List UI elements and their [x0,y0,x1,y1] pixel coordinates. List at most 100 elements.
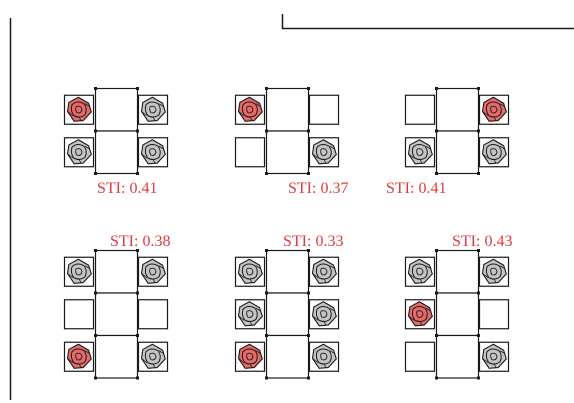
table-corner [265,172,268,175]
table-corner [307,129,310,133]
sti-label: STI: 0.41 [386,180,446,197]
seat [63,341,95,372]
seat [234,94,266,125]
table-corner [265,129,268,133]
seat [404,94,436,125]
rose-seat-icon [481,343,507,369]
arrangement-1: STI: 0.41 [63,87,169,197]
rose-seat-icon [311,139,337,165]
seat [404,341,436,372]
table-corner [94,87,97,90]
seat [234,256,266,287]
table-corner [435,87,438,90]
sti-label: STI: 0.33 [283,233,343,250]
seat [234,341,266,372]
table-corner [307,376,310,380]
table-segment [435,87,480,132]
table-corner [265,291,268,295]
rose-seat-icon [407,139,433,165]
table-segment [94,87,139,132]
seat [137,341,169,372]
table-corner [94,172,97,175]
table-corner [307,291,310,295]
seat [478,94,510,125]
table-segment [265,292,310,337]
table-corner [94,249,97,252]
table-segment [94,249,139,294]
table-corner [477,87,480,90]
table-corner [136,87,139,90]
seat [63,299,95,330]
rose-seat-icon [140,139,166,165]
table-segment [94,334,139,379]
seat [308,299,340,330]
rose-seat-icon [140,258,166,284]
seat [63,137,95,168]
table-corner [136,249,139,252]
arrangement-6: STI: 0.43 [404,233,512,380]
seat [308,137,340,168]
table-segment [265,87,310,132]
rose-seat-icon [237,343,263,369]
seat [404,299,436,330]
rose-seat-icon [66,343,92,369]
table-corner [265,87,268,90]
seat [478,256,510,287]
seat [234,299,266,330]
seat [404,137,436,168]
table-segment [265,249,310,294]
rose-seat-icon [237,96,263,122]
rose-seat-icon [237,258,263,284]
rose-seat-icon [140,96,166,122]
rose-seat-icon [481,258,507,284]
table-segment [435,130,480,175]
sti-label: STI: 0.38 [110,233,170,250]
table-corner [477,376,480,380]
table-corner [136,291,139,295]
table-corner [435,334,438,337]
arrangement-4: STI: 0.38 [63,233,170,380]
table-corner [477,172,480,175]
table-corner [94,334,97,337]
table-corner [136,129,139,133]
sti-label: STI: 0.41 [97,180,157,197]
seat [137,137,169,168]
table-corner [136,376,139,380]
table-segment [435,249,480,294]
rose-seat-icon [481,139,507,165]
table-corner [307,172,310,175]
table-corner [435,129,438,133]
seat [308,94,340,125]
arrangement-5: STI: 0.33 [234,233,343,380]
seat [308,256,340,287]
seat [63,94,95,125]
arrangement-3: STI: 0.41 [386,87,510,197]
seat [234,137,266,168]
table-corner [265,376,268,380]
table-segment [94,130,139,175]
rose-seat-icon [66,96,92,122]
table-corner [136,334,139,337]
rose-seat-icon [407,258,433,284]
table-corner [265,249,268,252]
table-corner [307,87,310,90]
sti-label: STI: 0.43 [452,233,512,250]
seat [404,256,436,287]
table-corner [435,291,438,295]
seat [137,94,169,125]
table-corner [307,249,310,252]
rose-seat-icon [66,258,92,284]
table-corner [435,249,438,252]
table-segment [265,334,310,379]
table-corner [435,172,438,175]
arrangement-2: STI: 0.37 [234,87,348,197]
rose-seat-icon [311,343,337,369]
seat [137,299,169,330]
table-corner [477,249,480,252]
seat [63,256,95,287]
top-bracket-line [281,14,574,30]
table-corner [265,334,268,337]
seat [308,341,340,372]
